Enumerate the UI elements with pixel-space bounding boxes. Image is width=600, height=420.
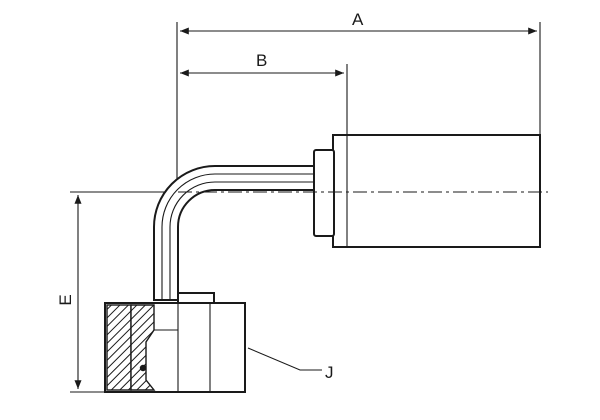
ferrule xyxy=(332,134,541,248)
dimension-b-label: B xyxy=(256,51,267,70)
collar xyxy=(313,149,335,237)
dimension-j-label: J xyxy=(325,363,334,382)
bent-tube xyxy=(153,165,315,301)
nut-section-hatch xyxy=(106,304,132,391)
dimension-e-label: E xyxy=(56,294,75,305)
seat-section-hatch xyxy=(130,304,156,391)
nut-neck xyxy=(177,292,215,304)
o-ring xyxy=(139,364,147,372)
dimension-a-label: A xyxy=(352,10,364,29)
dimension-a: A xyxy=(180,10,537,35)
leader-j: J xyxy=(247,347,334,382)
swivel-nut xyxy=(104,302,246,393)
dimension-e: E xyxy=(56,195,82,389)
dimension-b: B xyxy=(180,51,344,77)
